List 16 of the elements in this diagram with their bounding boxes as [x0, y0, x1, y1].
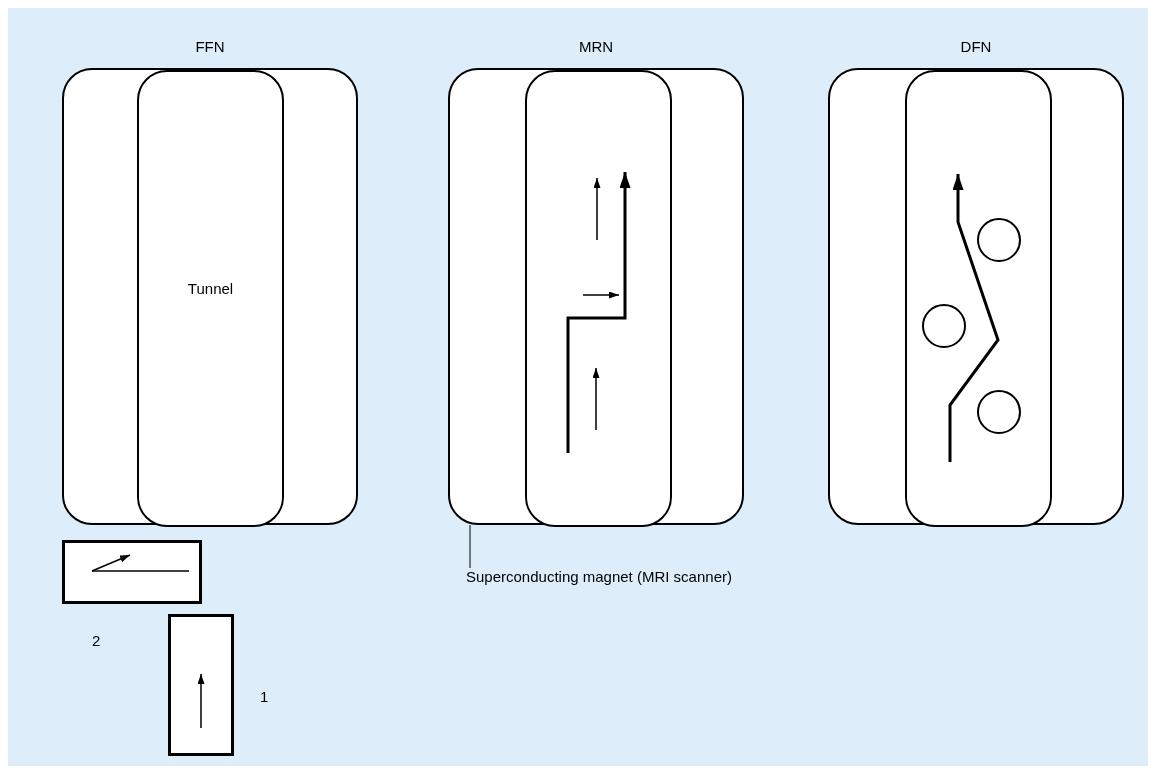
- panel-heading: DFN: [960, 38, 992, 55]
- inset-box: [62, 540, 202, 604]
- callout-number: 2: [92, 632, 101, 649]
- tunnel-shape: [525, 70, 672, 527]
- tunnel-shape: [137, 70, 284, 527]
- tunnel-shape: [905, 70, 1052, 527]
- obstacle-circle: [922, 304, 966, 348]
- tunnel-label: Tunnel: [187, 280, 234, 298]
- callout-number: 1: [260, 688, 269, 705]
- obstacle-circle: [977, 218, 1021, 262]
- inset-box: [168, 614, 234, 756]
- leader-line: [469, 524, 471, 569]
- panel-heading: MRN: [578, 38, 614, 55]
- panel-heading: FFN: [195, 38, 225, 55]
- caption-text: Superconducting magnet (MRI scanner): [466, 568, 786, 588]
- obstacle-circle: [977, 390, 1021, 434]
